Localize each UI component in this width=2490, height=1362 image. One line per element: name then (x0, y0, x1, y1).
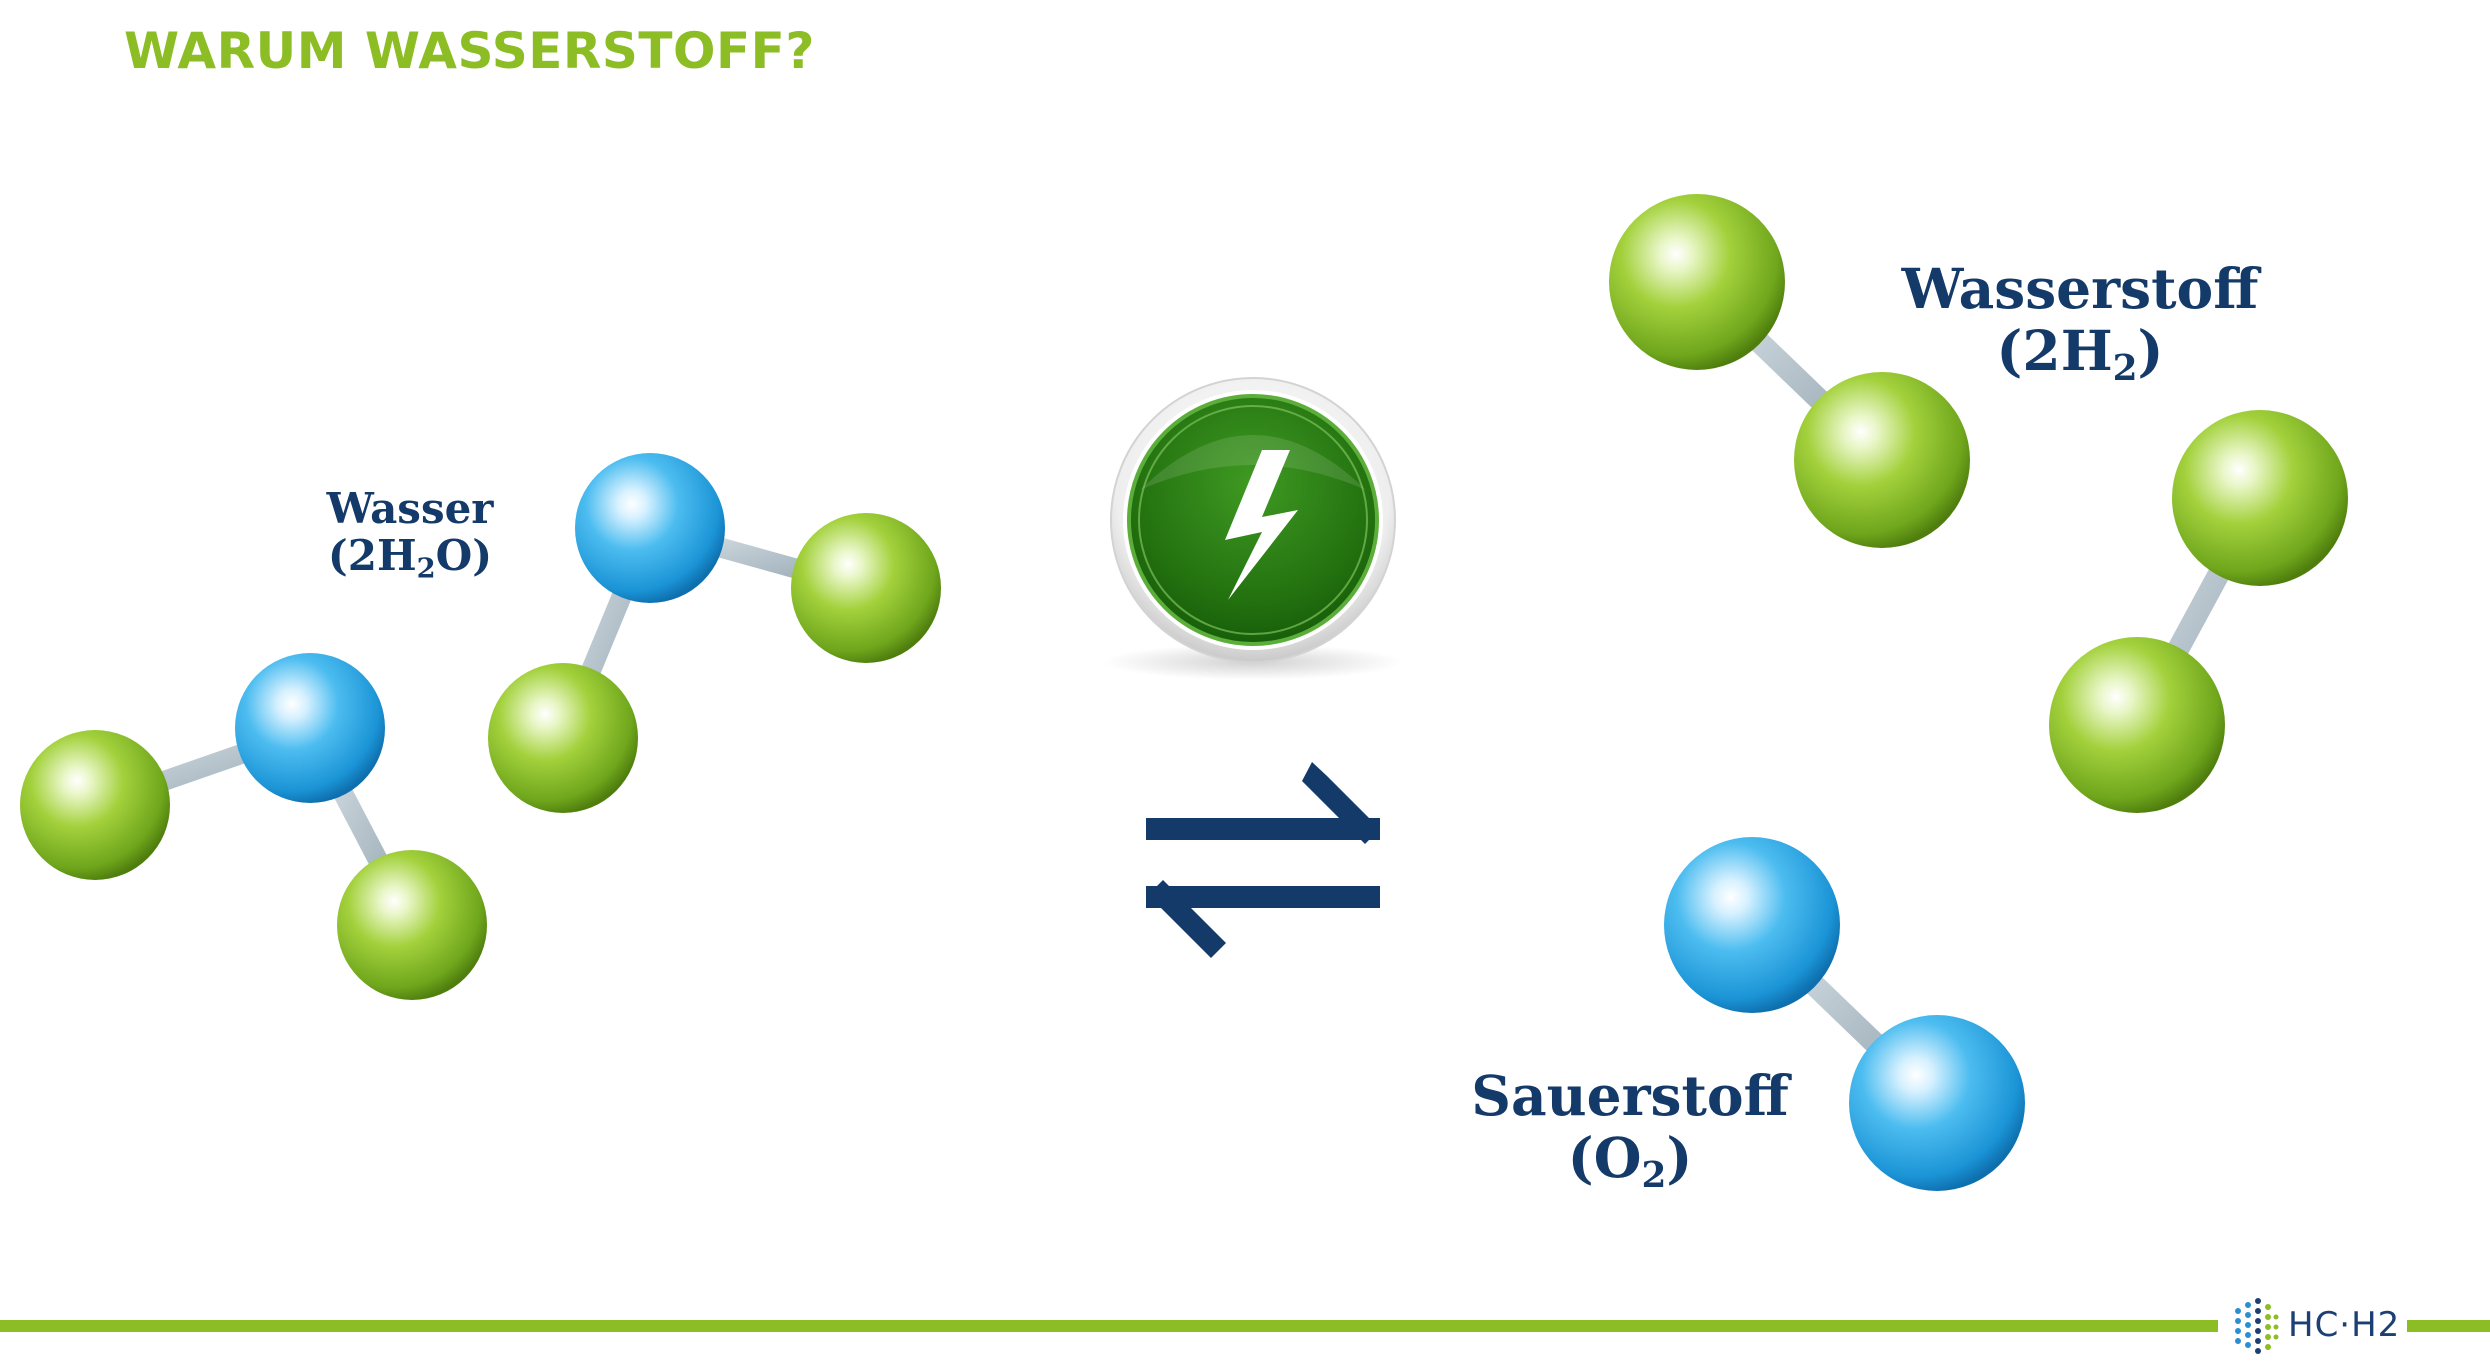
oxygen-name: Sauerstoff (1471, 1063, 1789, 1128)
oxygen-atom (1849, 1015, 2025, 1191)
formula-part: (2H (327, 531, 417, 581)
hydrogen-atom (2172, 410, 2348, 586)
formula-part: O) (435, 531, 493, 581)
water-molecule-1 (20, 653, 487, 1000)
footer-rule (0, 1320, 2218, 1332)
hydrogen-molecule-2 (2049, 410, 2348, 813)
water-name: Wasser (326, 484, 494, 533)
oxygen-label: Sauerstoff (O2) (1455, 1063, 1805, 1193)
hydrogen-formula: (2H2) (1880, 317, 2280, 385)
hydrogen-atom (791, 513, 941, 663)
oxygen-formula: (O2) (1455, 1124, 1805, 1192)
oxygen-atom (235, 653, 385, 803)
formula-part: (O (1567, 1124, 1642, 1190)
formula-subscript: 2 (2112, 346, 2138, 389)
hydrogen-atom (337, 850, 487, 1000)
water-molecule-2 (488, 453, 941, 813)
hydrogen-name: Wasserstoff (1901, 256, 2259, 321)
page-title: WARUM WASSERSTOFF? (124, 22, 815, 80)
equilibrium-arrows-icon (1146, 762, 1380, 958)
hydrogen-atom (488, 663, 638, 813)
water-formula: (2H2O) (300, 531, 520, 582)
oxygen-atom (1664, 837, 1840, 1013)
hydrogen-atom (2049, 637, 2225, 813)
water-label: Wasser (2H2O) (300, 484, 520, 582)
company-logo: HC·H2 (2232, 1290, 2402, 1360)
hydrogen-atom (1794, 372, 1970, 548)
formula-subscript: 2 (416, 552, 436, 585)
logo-text: HC·H2 (2288, 1305, 2401, 1345)
oxygen-atom (575, 453, 725, 603)
formula-subscript: 2 (1641, 1153, 1667, 1196)
formula-part: (2H (1996, 317, 2113, 383)
energy-button (1103, 377, 1403, 680)
lightning-bolt-icon (1225, 450, 1298, 600)
hydrogen-atom (20, 730, 170, 880)
oxygen-molecule (1664, 837, 2025, 1191)
hydrogen-label: Wasserstoff (2H2) (1880, 256, 2280, 386)
formula-part: ) (1666, 1124, 1693, 1190)
hydrogen-molecule-1 (1609, 194, 1970, 548)
dots-icon (2235, 1298, 2279, 1354)
footer-rule-right (2407, 1320, 2490, 1332)
formula-part: ) (2137, 317, 2164, 383)
hydrogen-atom (1609, 194, 1785, 370)
